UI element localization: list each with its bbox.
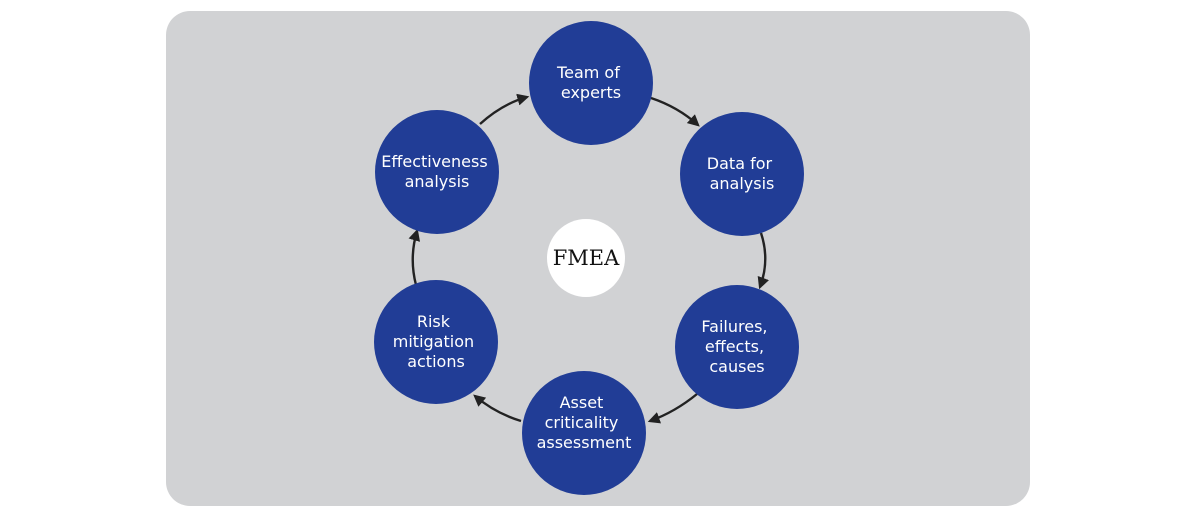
center-label: FMEA: [553, 246, 620, 270]
step-circle: [680, 112, 804, 236]
step-label: Risk mitigation actions: [393, 312, 479, 371]
step-label: Failures, effects, causes: [701, 317, 772, 376]
step-label: Asset criticality assessment: [537, 393, 632, 452]
step-circle: [374, 280, 498, 404]
step-circle: [522, 371, 646, 495]
step-circle: [375, 110, 499, 234]
step-team-of-experts: Team of experts: [529, 21, 653, 145]
step-asset-criticality-assessment: Asset criticality assessment: [522, 371, 646, 495]
center-circle: [547, 219, 625, 297]
step-failures-effects-causes: Failures, effects, causes: [675, 285, 799, 409]
step-label: Effectiveness analysis: [381, 152, 493, 191]
arrow-step-6-to-1: [479, 93, 530, 125]
cycle-nodes: Team of experts Data for analysis Failur…: [374, 21, 804, 495]
step-effectiveness-analysis: Effectiveness analysis: [375, 110, 499, 234]
cycle-arrows: [408, 93, 769, 424]
step-data-for-analysis: Data for analysis: [680, 112, 804, 236]
arrow-step-3-to-4: [647, 393, 698, 424]
step-circle: [529, 21, 653, 145]
center-fmea: FMEA: [547, 219, 625, 297]
step-label: Data for analysis: [707, 154, 777, 193]
arrow-step-1-to-2: [650, 96, 700, 127]
step-circle: [675, 285, 799, 409]
step-risk-mitigation-actions: Risk mitigation actions: [374, 280, 498, 404]
arrow-step-2-to-3: [757, 232, 769, 290]
arrow-step-5-to-6: [408, 228, 421, 286]
arrow-step-4-to-5: [473, 394, 522, 423]
step-label: Team of experts: [556, 63, 625, 102]
